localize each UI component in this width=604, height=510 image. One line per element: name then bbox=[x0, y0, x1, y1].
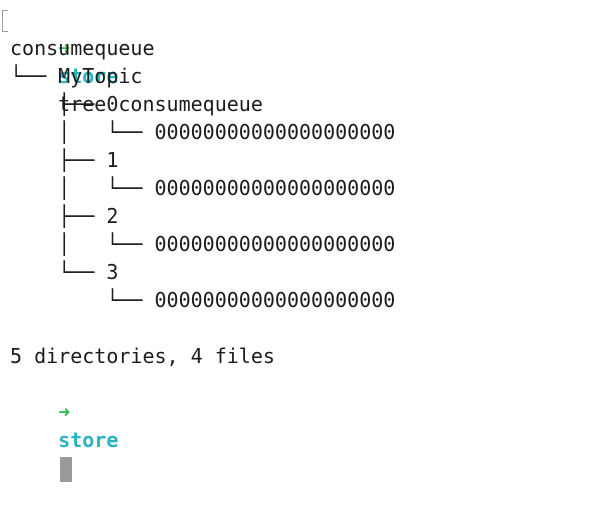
tree-line-file-2: │ └── 00000000000000000000 bbox=[10, 232, 396, 256]
prompt-directory: store bbox=[58, 428, 119, 452]
tree-line-file-3: └── 00000000000000000000 bbox=[10, 288, 396, 312]
command-line: ➜ store tree consumequeue bbox=[10, 6, 600, 116]
prompt-arrow-icon: ➜ bbox=[58, 36, 71, 60]
tree-summary: 5 directories, 4 files bbox=[10, 344, 275, 368]
terminal-window[interactable]: ➜ store tree consumequeue consumequeue └… bbox=[10, 6, 600, 482]
tree-line-queue-0: ├── 0 bbox=[10, 92, 119, 116]
tree-line-topic: └── MyTopic bbox=[10, 64, 143, 88]
tree-line-queue-2: ├── 2 bbox=[10, 204, 119, 228]
tree-line-file-1: │ └── 00000000000000000000 bbox=[10, 176, 396, 200]
prompt-directory: store bbox=[58, 64, 119, 88]
selection-bracket-mark bbox=[2, 10, 8, 32]
tree-root: consumequeue bbox=[10, 36, 155, 60]
prompt-arrow-icon: ➜ bbox=[58, 400, 71, 424]
command-text: tree consumequeue bbox=[58, 92, 263, 116]
tree-line-queue-1: ├── 1 bbox=[10, 148, 119, 172]
tree-line-file-0: │ └── 00000000000000000000 bbox=[10, 120, 396, 144]
tree-line-queue-3: └── 3 bbox=[10, 260, 119, 284]
current-prompt-line[interactable]: ➜ store bbox=[10, 370, 600, 482]
terminal-cursor[interactable] bbox=[60, 457, 73, 482]
blank-line bbox=[10, 314, 600, 342]
